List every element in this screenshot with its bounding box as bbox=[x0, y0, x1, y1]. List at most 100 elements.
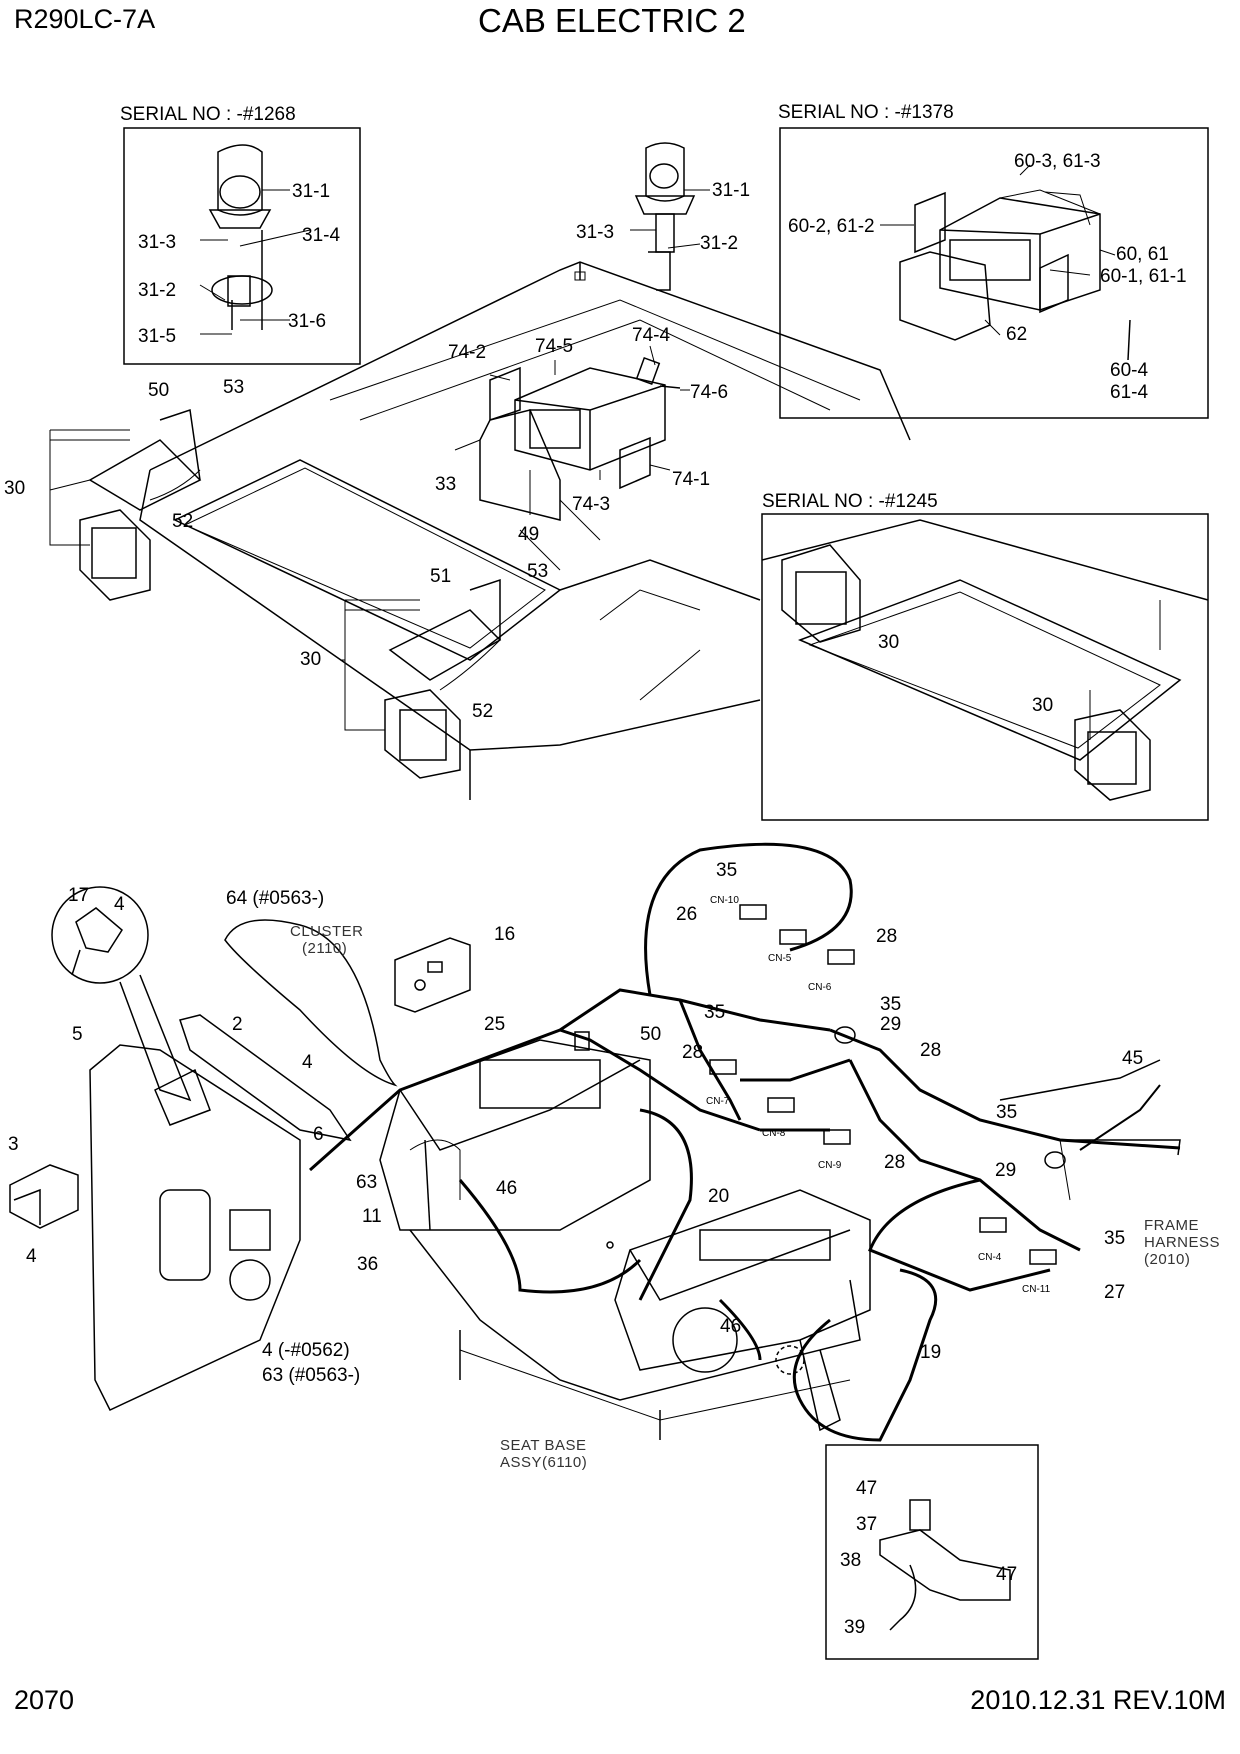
console-left bbox=[379, 1039, 651, 1231]
connector-label: CN-5 bbox=[768, 953, 792, 964]
part-label: 17 bbox=[68, 885, 89, 906]
part-label: 33 bbox=[435, 474, 456, 495]
frame-harness-link bbox=[999, 1059, 1181, 1201]
connector-label: CN-4 bbox=[978, 1252, 1002, 1263]
page-number: 2070 bbox=[14, 1685, 75, 1715]
part-label: 63 (#0563-) bbox=[262, 1365, 360, 1386]
limit-switch-box bbox=[825, 1444, 1039, 1660]
seat-base bbox=[409, 1229, 861, 1440]
leader-lines bbox=[49, 164, 1116, 731]
part-label: 4 bbox=[114, 894, 125, 915]
part-label: 4 bbox=[302, 1052, 313, 1073]
part-label: 53 bbox=[223, 377, 244, 398]
part-label: 26 bbox=[676, 904, 697, 925]
part-label: 16 bbox=[494, 924, 515, 945]
part-label: 60, 61 bbox=[1116, 244, 1169, 265]
part-label: 64 (#0563-) bbox=[226, 888, 324, 909]
part-label: 50 bbox=[640, 1024, 661, 1045]
part-label: 31-3 bbox=[138, 232, 176, 253]
part-label: 74-3 bbox=[572, 494, 610, 515]
part-label: 30 bbox=[300, 649, 321, 670]
beacon-lamp bbox=[208, 144, 273, 330]
part-label: 45 bbox=[1122, 1048, 1143, 1069]
part-label: 30 bbox=[4, 478, 25, 499]
work-lamp-right bbox=[384, 578, 502, 779]
work-lamp-left bbox=[79, 409, 202, 601]
limit-switch bbox=[879, 1499, 1011, 1631]
part-label: 30 bbox=[878, 632, 899, 653]
part-label: 19 bbox=[920, 1342, 941, 1363]
side-panel bbox=[89, 1044, 301, 1411]
part-label: 60-1, 61-1 bbox=[1100, 266, 1187, 287]
seat-note: SEAT BASE bbox=[500, 1437, 586, 1454]
part-label: 50 bbox=[148, 380, 169, 401]
part-label: 25 bbox=[484, 1014, 505, 1035]
part-label: 39 bbox=[844, 1617, 865, 1638]
part-label: 5 bbox=[72, 1024, 83, 1045]
part-label: 27 bbox=[1104, 1282, 1125, 1303]
part-label: 46 bbox=[720, 1316, 741, 1337]
serial-beacon: SERIAL NO : -#1268 bbox=[120, 104, 296, 125]
beacon-detail-box bbox=[123, 127, 361, 365]
serial-radio: SERIAL NO : -#1378 bbox=[778, 102, 954, 123]
frame-note: (2010) bbox=[1144, 1251, 1190, 1268]
serial-lamp: SERIAL NO : -#1245 bbox=[762, 491, 938, 512]
connectors bbox=[574, 904, 1161, 1265]
part-label: 6 bbox=[313, 1124, 324, 1145]
part-label: 31-1 bbox=[292, 181, 330, 202]
part-label: 30 bbox=[1032, 695, 1053, 716]
part-label: 36 bbox=[357, 1254, 378, 1275]
part-label: 74-4 bbox=[632, 325, 670, 346]
switch-panel bbox=[394, 937, 471, 1013]
part-label: 31-1 bbox=[712, 180, 750, 201]
part-label: 31-6 bbox=[288, 311, 326, 332]
part-label: 11 bbox=[362, 1206, 382, 1227]
connector-label: CN-9 bbox=[818, 1160, 842, 1171]
part-label: 38 bbox=[840, 1550, 861, 1571]
part-label: 74-5 bbox=[535, 336, 573, 357]
part-label: 52 bbox=[472, 701, 493, 722]
part-label: 47 bbox=[856, 1478, 877, 1499]
part-label: 63 bbox=[356, 1172, 377, 1193]
part-label: 29 bbox=[995, 1160, 1016, 1181]
sensor-module bbox=[71, 907, 123, 976]
part-label: 29 bbox=[880, 1014, 901, 1035]
callout-pointer-2 bbox=[799, 1339, 841, 1432]
beacon-lamp-main bbox=[634, 142, 696, 291]
connector-label: CN-7 bbox=[706, 1096, 730, 1107]
part-label: 74-2 bbox=[448, 342, 486, 363]
part-label: 61-4 bbox=[1110, 382, 1148, 403]
radio-detail-box bbox=[779, 127, 1209, 419]
radio-unit bbox=[899, 189, 1131, 361]
part-label: 3 bbox=[8, 1134, 19, 1155]
part-label: 62 bbox=[1006, 324, 1027, 345]
mounting-plate bbox=[179, 1014, 352, 1142]
sensor-detail-circle bbox=[51, 886, 149, 984]
console-right bbox=[614, 1189, 871, 1373]
connector-label: CN-11 bbox=[1022, 1284, 1051, 1295]
page-title: CAB ELECTRIC 2 bbox=[478, 2, 746, 39]
part-label: 28 bbox=[682, 1042, 703, 1063]
part-label: 31-2 bbox=[700, 233, 738, 254]
part-label: 60-2, 61-2 bbox=[788, 216, 875, 237]
part-label: 60-3, 61-3 bbox=[1014, 151, 1101, 172]
part-label: 35 bbox=[704, 1002, 725, 1023]
part-label: 31-4 bbox=[302, 225, 340, 246]
part-label: 60-4 bbox=[1110, 360, 1148, 381]
part-label: 31-5 bbox=[138, 326, 176, 347]
callout-pointer bbox=[119, 974, 192, 1102]
lamp-detail-box bbox=[761, 513, 1209, 821]
revision-date: 2010.12.31 REV.10M bbox=[970, 1685, 1226, 1715]
connector-label: CN-6 bbox=[808, 982, 832, 993]
part-label: 53 bbox=[527, 561, 548, 582]
cluster-note: (2110) bbox=[302, 940, 347, 957]
part-label: 35 bbox=[1104, 1228, 1125, 1249]
wiring-harness bbox=[309, 842, 1181, 1442]
part-label: 4 (-#0562) bbox=[262, 1340, 350, 1361]
part-label: 2 bbox=[232, 1014, 243, 1035]
connector-label: CN-8 bbox=[762, 1128, 786, 1139]
part-label: 35 bbox=[996, 1102, 1017, 1123]
part-label: 31-2 bbox=[138, 280, 176, 301]
lamp-detail bbox=[761, 519, 1209, 801]
